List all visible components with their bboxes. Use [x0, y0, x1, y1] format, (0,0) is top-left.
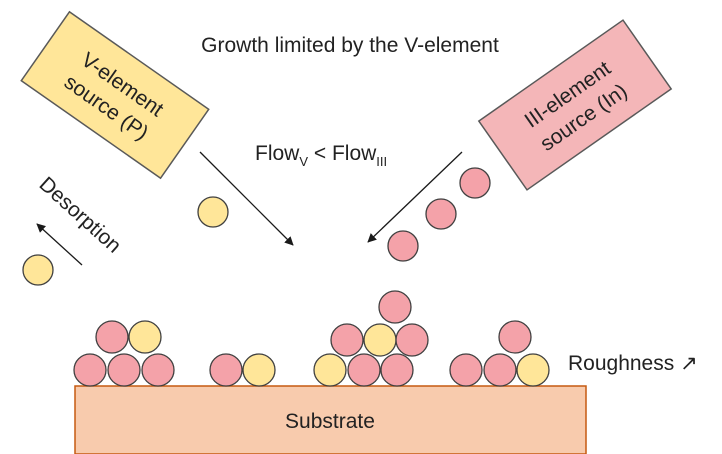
desorption-label: Desorption: [35, 173, 126, 258]
island-pyramid: [313, 290, 429, 387]
v-atom: [363, 323, 397, 357]
iii-atom: [483, 353, 517, 387]
v-element-source-box: [20, 10, 210, 180]
iii-atom: [209, 353, 243, 387]
v-element-source: V-element source (P): [20, 10, 210, 180]
iii-element-source-box: [477, 19, 673, 191]
iii-atom: [498, 320, 532, 354]
v-atom: [313, 353, 347, 387]
v-atom: [128, 320, 162, 354]
iii-element-source: III-element source (In): [477, 19, 673, 191]
iii-atom: [378, 290, 412, 324]
v-atom: [516, 353, 550, 387]
v-atom-falling: [197, 196, 229, 228]
flow-comparison-label: FlowV < FlowIII: [255, 142, 387, 169]
flow-sub-iii: III: [376, 154, 387, 169]
iii-atom: [449, 353, 483, 387]
diagram-title: Growth limited by the V-element: [201, 34, 499, 57]
flow-sub-v: V: [299, 154, 308, 169]
iii-atom: [395, 323, 429, 357]
substrate-label: Substrate: [285, 410, 375, 433]
iii-atom-falling: [425, 198, 457, 230]
flow-mid: < Flow: [308, 142, 377, 165]
substrate: [74, 385, 587, 454]
island-left: [73, 320, 175, 387]
flow-prefix: Flow: [255, 142, 300, 165]
iii-atom-falling: [459, 167, 491, 199]
iii-atom: [347, 353, 381, 387]
iii-flux-arrow: [367, 151, 463, 243]
iii-atom: [95, 320, 129, 354]
v-atom: [242, 353, 276, 387]
iii-atom: [380, 353, 414, 387]
island-small: [209, 353, 276, 387]
iii-atom: [107, 353, 141, 387]
iii-atom-falling: [387, 230, 419, 262]
iii-atom: [141, 353, 175, 387]
v-atom-desorbed: [22, 254, 54, 286]
iii-atom: [73, 353, 107, 387]
iii-atom: [330, 323, 364, 357]
v-flux-arrow: [199, 151, 294, 246]
island-right: [449, 320, 550, 387]
roughness-label: Roughness ↗: [568, 352, 698, 375]
desorption-arrow: [36, 223, 83, 266]
